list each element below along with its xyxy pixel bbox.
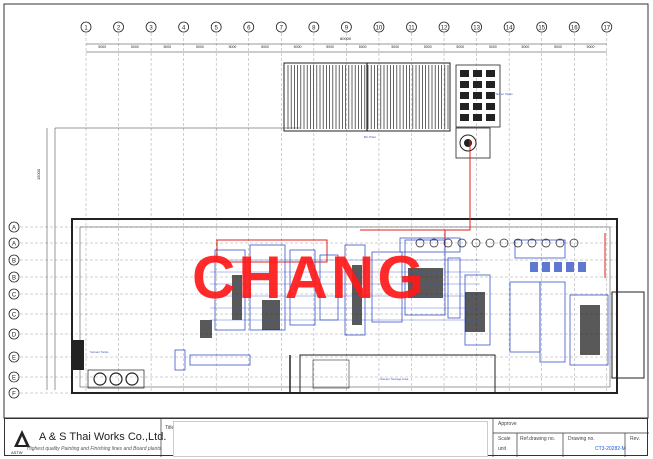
svg-text:12: 12	[441, 26, 448, 32]
svg-text:C: C	[12, 292, 17, 298]
tank-area	[455, 64, 501, 159]
svg-text:1: 1	[84, 26, 88, 32]
bay-dimension: 5000	[359, 45, 367, 49]
company-logo-icon	[14, 430, 30, 447]
bay-dimension: 5000	[424, 45, 432, 49]
watermark: CHANG	[192, 244, 427, 311]
bay-dimension: 5000	[326, 45, 334, 49]
svg-text:C: C	[12, 312, 17, 318]
svg-text:17: 17	[603, 26, 610, 32]
drawing-no-label: Drawing no.	[568, 436, 595, 442]
bin-plant-label: Bin Plant	[364, 135, 376, 139]
dimension-lines	[46, 43, 607, 390]
svg-text:E: E	[12, 355, 16, 361]
svg-text:2: 2	[117, 26, 121, 32]
grid-column-6: 6	[243, 21, 255, 392]
svg-text:B: B	[12, 258, 16, 264]
bay-dimension: 5000	[489, 45, 497, 49]
solvent-tanks-label: Solvent Tanks	[90, 350, 109, 354]
logo-text: ASTW	[11, 450, 23, 455]
bay-dimension: 5000	[554, 45, 562, 49]
bay-dimension: 5000	[98, 45, 106, 49]
solvent-storage-label: Solvent Storage Area	[380, 377, 409, 381]
svg-text:A: A	[12, 225, 16, 231]
grid-column-13: 13	[471, 21, 483, 392]
column-grid: 1 5000 2 5000 3 5000 4 5000 5 5000 6 5000 7 5000 8 5000…	[80, 21, 613, 392]
grid-column-14: 14	[503, 21, 515, 392]
ref-drawing-label: Ref.drawing no.	[520, 436, 556, 442]
grid-column-15: 15	[536, 21, 548, 392]
drawing-number: CT3-20282-M	[595, 446, 626, 452]
grid-column-4: 4	[178, 21, 190, 392]
bay-dimension: 5000	[229, 45, 237, 49]
bay-dimension: 5000	[391, 45, 399, 49]
unit-label: unit	[498, 446, 507, 452]
scale-label: Scale	[498, 436, 511, 442]
svg-text:5: 5	[215, 26, 219, 32]
svg-text:7: 7	[280, 26, 284, 32]
solvent-tank-circles	[87, 369, 145, 389]
bay-dimension: 5000	[163, 45, 171, 49]
svg-text:E: E	[12, 375, 16, 381]
svg-text:15: 15	[538, 26, 545, 32]
bay-dimension: 5000	[522, 45, 530, 49]
svg-text:4: 4	[182, 26, 186, 32]
bay-dimension: 5000	[294, 45, 302, 49]
title-block-lines	[160, 419, 649, 457]
svg-text:A: A	[12, 241, 16, 247]
svg-text:D: D	[12, 332, 17, 338]
svg-text:9: 9	[345, 26, 349, 32]
grid-row-E: E	[8, 371, 620, 383]
bay-dimension: 5000	[131, 45, 139, 49]
grid-row-E: E	[8, 351, 620, 363]
vertical-dimension: 15000	[36, 168, 41, 180]
svg-text:13: 13	[473, 26, 480, 32]
svg-text:B: B	[12, 275, 16, 281]
title-label: Title	[165, 425, 175, 431]
svg-text:14: 14	[506, 26, 513, 32]
grid-column-9: 9	[340, 21, 352, 392]
grid-column-12: 12	[438, 21, 450, 392]
drawing-border	[3, 3, 649, 419]
svg-text:3: 3	[149, 26, 153, 32]
title-block: ASTW A & S Thai Works Co.,Ltd. Highest q…	[4, 418, 649, 457]
bay-dimension: 5000	[587, 45, 595, 49]
grid-column-2: 2	[113, 21, 124, 392]
equipment	[174, 237, 609, 371]
svg-text:6: 6	[247, 26, 251, 32]
grid-column-10: 10	[373, 21, 385, 392]
grid-column-11: 11	[406, 21, 417, 392]
svg-text:16: 16	[571, 26, 578, 32]
grid-row-D: D	[8, 328, 620, 340]
grid-row-A: A	[8, 237, 620, 249]
company-tagline: Highest quality Painting and Finishing l…	[27, 446, 162, 452]
grid-column-1: 1	[80, 21, 92, 392]
rev-label: Rev.	[630, 436, 640, 442]
svg-text:11: 11	[408, 26, 415, 32]
bay-dimension: 5000	[261, 45, 269, 49]
main-building	[71, 218, 645, 394]
grid-column-8: 8	[308, 21, 320, 392]
company-name: A & S Thai Works Co.,Ltd.	[39, 431, 167, 443]
overall-dimension: 80000	[340, 36, 352, 41]
grid-column-7: 7	[275, 21, 287, 392]
grid-column-3: 3	[145, 21, 157, 392]
svg-text:8: 8	[312, 26, 316, 32]
grid-column-17: 17	[601, 21, 613, 392]
grid-column-16: 16	[568, 21, 580, 392]
svg-text:F: F	[12, 391, 16, 397]
approve-label: Approve	[498, 421, 517, 427]
grid-column-5: 5	[210, 21, 222, 392]
red-duct	[216, 140, 606, 278]
svg-text:10: 10	[376, 26, 383, 32]
bay-dimension: 5000	[456, 45, 464, 49]
bin-plant: Bin Plant	[283, 62, 451, 139]
thinner-tanks-label: Thinner Tanks	[494, 92, 513, 96]
title-area	[173, 421, 488, 457]
bay-dimension: 5000	[196, 45, 204, 49]
